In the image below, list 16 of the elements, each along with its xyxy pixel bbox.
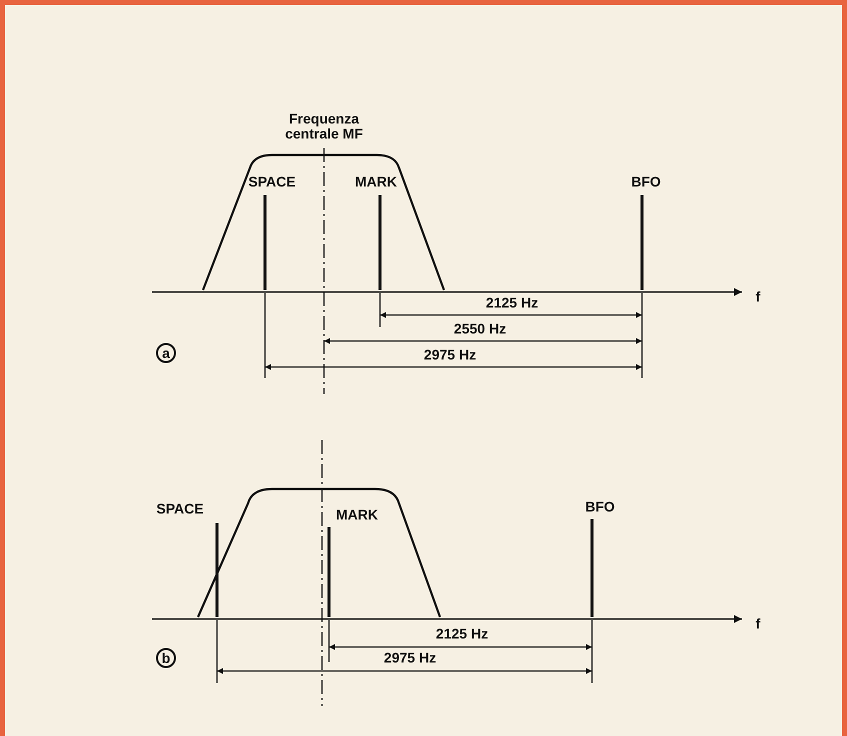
signal-label: MARK bbox=[336, 507, 378, 523]
panel-letter: b bbox=[156, 648, 176, 668]
dimension-label: 2125 Hz bbox=[436, 626, 488, 642]
dimension-label: 2975 Hz bbox=[384, 650, 436, 666]
axis-label: f bbox=[756, 289, 760, 305]
dimension-label: 2550 Hz bbox=[454, 321, 506, 337]
dimension-label: 2125 Hz bbox=[486, 295, 538, 311]
axis-label: f bbox=[756, 616, 760, 632]
axis-label: Frequenza centrale MF bbox=[284, 112, 364, 142]
panel-letter: a bbox=[156, 343, 176, 363]
signal-label: SPACE bbox=[248, 174, 296, 190]
signal-label: BFO bbox=[631, 174, 661, 190]
signal-label: SPACE bbox=[156, 501, 204, 517]
signal-label: MARK bbox=[355, 174, 397, 190]
signal-label: BFO bbox=[585, 499, 615, 515]
dimension-label: 2975 Hz bbox=[424, 347, 476, 363]
